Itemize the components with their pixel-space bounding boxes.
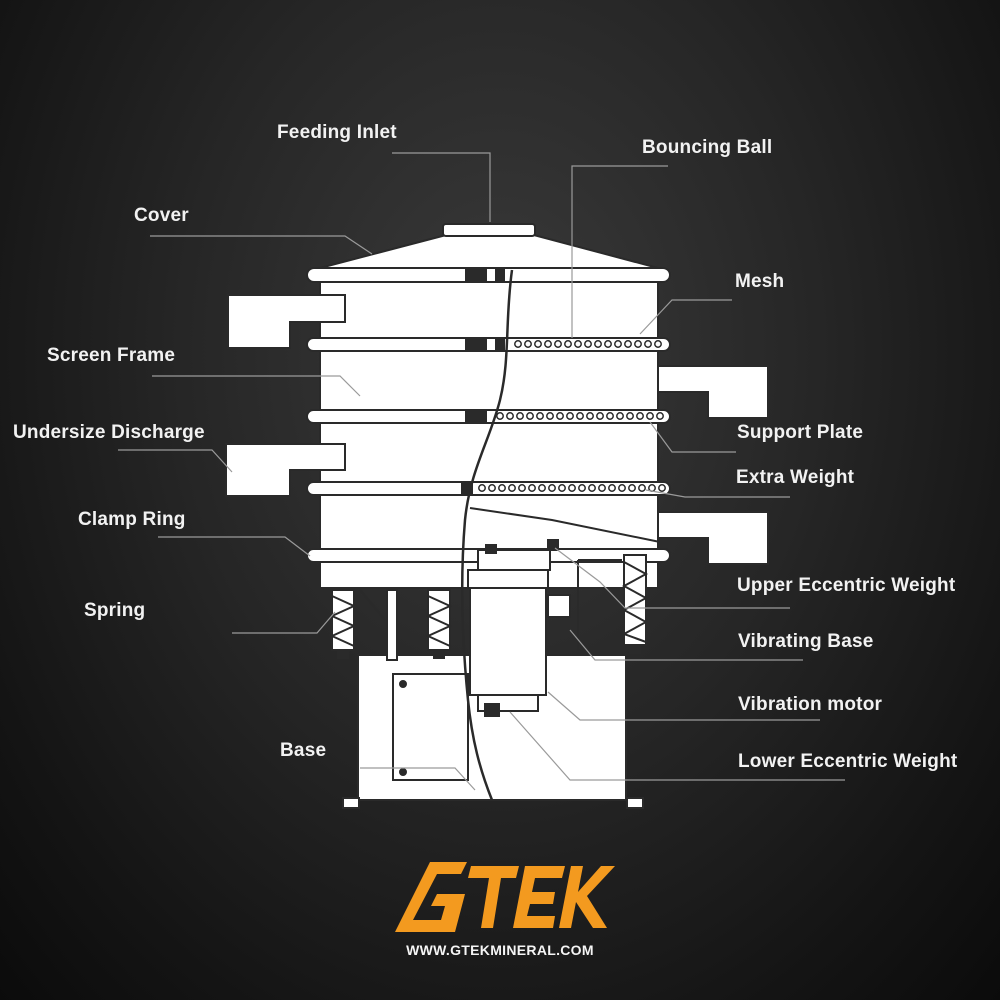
- screen-frame-top: [319, 281, 659, 341]
- screen-frame-bottom: [319, 493, 659, 550]
- label-feeding-inlet: Feeding Inlet: [277, 122, 397, 143]
- label-lower-eccentric-weight: Lower Eccentric Weight: [738, 751, 958, 772]
- label-extra-weight: Extra Weight: [736, 467, 855, 488]
- ring-2: [306, 409, 671, 424]
- label-base: Base: [280, 740, 327, 761]
- bouncing-ball-row-3: [478, 484, 666, 492]
- bouncing-ball-row-1: [514, 340, 662, 348]
- spring-left: [329, 589, 357, 659]
- vibrating-base-plate: [469, 507, 661, 543]
- label-clamp-ring: Clamp Ring: [78, 509, 186, 530]
- discharge-spout-top-left: [227, 294, 346, 349]
- discharge-spout-mid-left: [225, 443, 346, 497]
- machine-drawing: [225, 223, 769, 809]
- cover-shape: [319, 233, 659, 269]
- label-vibrating-base: Vibrating Base: [738, 631, 874, 652]
- bouncing-ball-row-2: [496, 412, 664, 420]
- discharge-spout-low-right: [657, 511, 769, 565]
- discharge-spout-mid-right: [657, 365, 769, 419]
- leader-lines: [118, 152, 845, 791]
- top-ring: [306, 267, 671, 283]
- feeding-inlet-shape: [442, 223, 536, 237]
- spring-left-inner: [425, 589, 453, 659]
- label-bouncing-ball: Bouncing Ball: [642, 137, 773, 158]
- label-undersize-discharge: Undersize Discharge: [13, 422, 205, 443]
- gtek-logo-icon: [395, 862, 615, 932]
- label-mesh: Mesh: [735, 271, 785, 292]
- label-spring: Spring: [84, 600, 146, 621]
- label-screen-frame: Screen Frame: [47, 345, 176, 366]
- base-panel: [392, 673, 469, 781]
- label-vibration-motor: Vibration motor: [738, 694, 883, 715]
- cutaway-line: [460, 269, 514, 801]
- vibration-motor-shape: [469, 584, 547, 696]
- base-foot-left: [342, 797, 360, 809]
- screen-frame-middle: [319, 349, 659, 413]
- label-support-plate: Support Plate: [737, 422, 864, 443]
- label-cover: Cover: [134, 205, 189, 226]
- brand-website: WWW.GTEKMINERAL.COM: [406, 942, 594, 958]
- label-upper-eccentric-weight: Upper Eccentric Weight: [737, 575, 956, 596]
- spring-right: [621, 554, 649, 654]
- base-foot-right: [626, 797, 644, 809]
